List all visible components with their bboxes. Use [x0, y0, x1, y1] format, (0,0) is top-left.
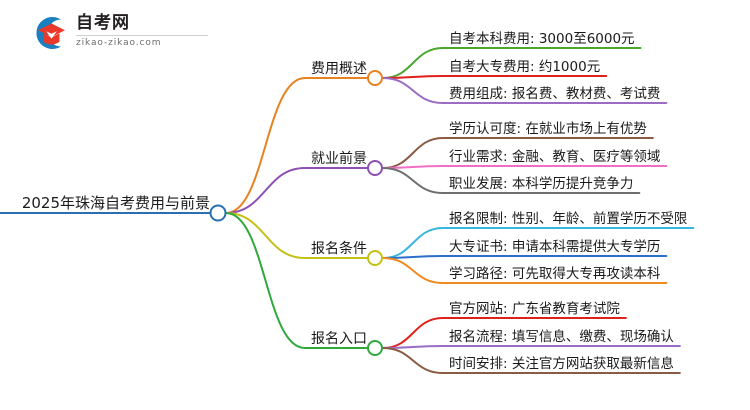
mindmap-nodes: 2025年珠海自考费用与前景 费用概述 自考本科费用: 3000至6000元自考大专… [22, 31, 688, 372]
leaf-node-label-1-3: 费用组成: 报名费、教材费、考试费 [449, 86, 660, 102]
root-node-label: 2025年珠海自考费用与前景 [22, 194, 210, 212]
leaf-node-label-2-3: 职业发展: 本科学历提升竞争力 [449, 175, 633, 192]
leaf-node-label-4-1: 官方网站: 广东省教育考试院 [449, 301, 620, 317]
graduation-cap-logo-icon [36, 17, 65, 49]
leaf-node-label-3-1: 报名限制: 性别、年龄、前置学历不受限 [449, 210, 688, 227]
branch-node-circle-1[interactable] [367, 70, 383, 86]
site-logo[interactable]: 自考网 zikao-zikao.com [30, 10, 220, 58]
leaf-node-label-3-3: 学习路径: 可先取得大专再攻读本科 [449, 265, 661, 282]
leaf-node-label-4-2: 报名流程: 填写信息、缴费、现场确认 [449, 328, 674, 345]
root-node-circle[interactable] [209, 204, 227, 222]
branch-node-label-4: 报名入口 [311, 331, 367, 347]
leaf-node-label-2-1: 学历认可度: 在就业市场上有优势 [449, 120, 647, 137]
branch-node-circle-4[interactable] [367, 340, 383, 356]
branch-node-circle-2[interactable] [367, 160, 383, 176]
branch-node-circle-3[interactable] [367, 250, 383, 266]
logo-text-block: 自考网 zikao-zikao.com [76, 12, 216, 54]
leaf-node-label-2-2: 行业需求: 金融、教育、医疗等领域 [449, 148, 660, 165]
leaf-node-label-1-1: 自考本科费用: 3000至6000元 [449, 31, 635, 47]
logo-site-name: 自考网 [76, 13, 130, 33]
branch-node-label-3: 报名条件 [311, 240, 367, 257]
leaf-node-label-1-2: 自考大专费用: 约1000元 [449, 59, 600, 75]
branch-node-label-1: 费用概述 [311, 61, 367, 77]
logo-divider [76, 35, 208, 36]
logo-site-url: zikao-zikao.com [76, 38, 162, 48]
leaf-node-label-3-2: 大专证书: 申请本科需提供大专学历 [449, 239, 660, 255]
leaf-node-label-4-3: 时间安排: 关注官方网站获取最新信息 [449, 355, 674, 372]
branch-node-label-2: 就业前景 [311, 150, 367, 167]
mindmap-links [0, 47, 695, 374]
